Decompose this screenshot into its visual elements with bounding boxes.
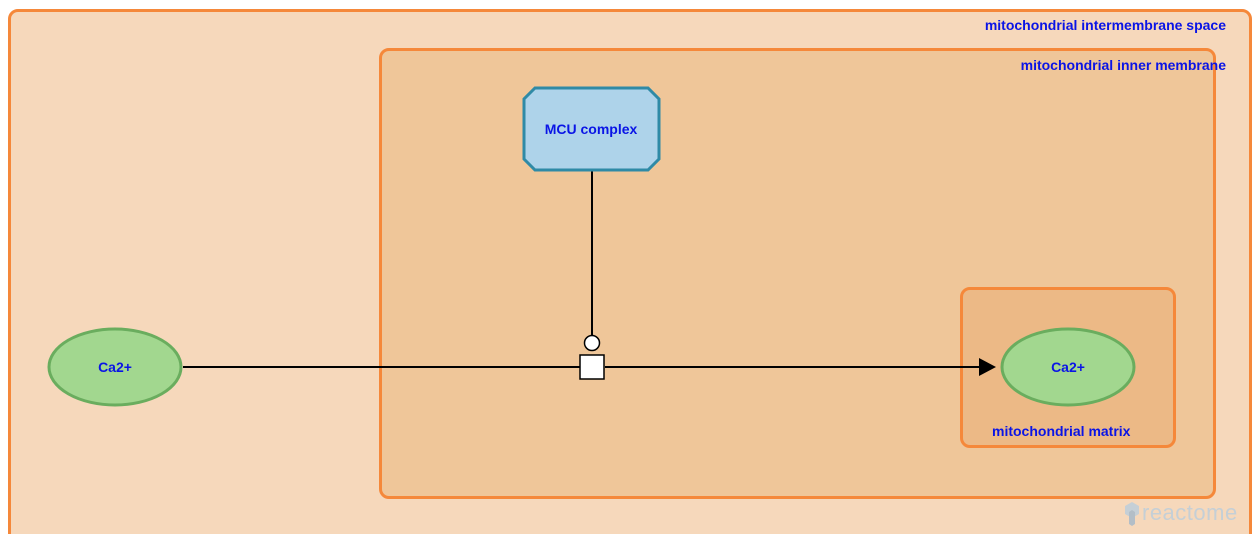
- compartment-label-intermembrane-space: mitochondrial intermembrane space: [984, 17, 1226, 33]
- catalyst-circle-icon: [583, 334, 601, 352]
- ca-input-label: Ca2+: [98, 359, 132, 375]
- ca-output-node[interactable]: [1000, 327, 1136, 407]
- reactome-logo-icon: [1125, 502, 1139, 526]
- ca-input-node[interactable]: [47, 327, 183, 407]
- reactome-logo-text: reactome: [1142, 500, 1238, 525]
- arrowhead-icon: [979, 358, 996, 376]
- mcu-complex-node[interactable]: [522, 86, 661, 172]
- ca-output-label: Ca2+: [1051, 359, 1085, 375]
- compartment-label-inner-membrane: mitochondrial inner membrane: [1020, 57, 1226, 73]
- reaction-node[interactable]: [579, 354, 605, 380]
- compartment-label-matrix: mitochondrial matrix: [992, 423, 1131, 439]
- mcu-complex-label: MCU complex: [544, 121, 638, 137]
- reactome-logo: reactome: [1122, 500, 1246, 528]
